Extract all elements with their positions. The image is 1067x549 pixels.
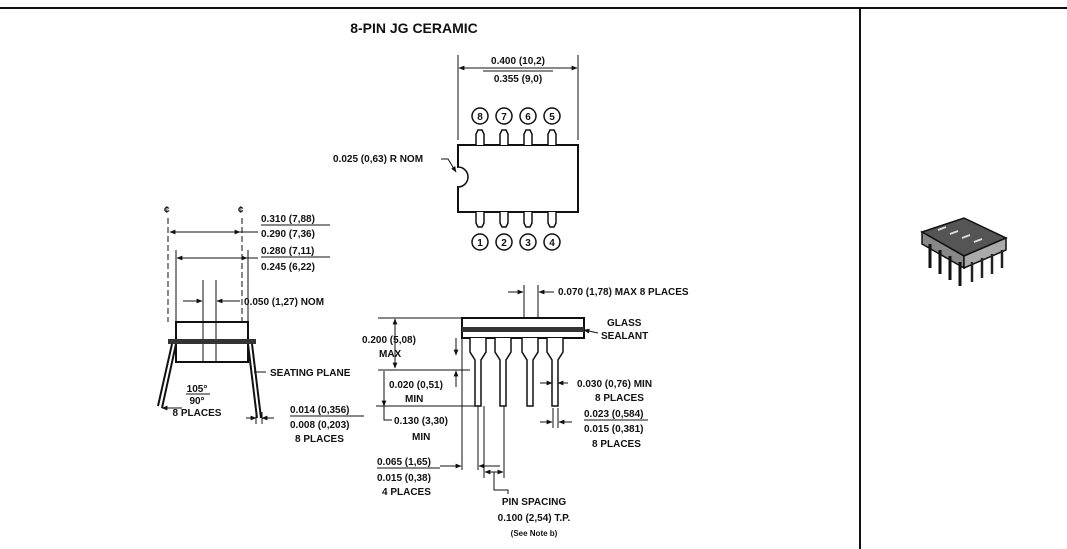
height-max-label: MAX — [379, 349, 402, 360]
pin-spacing-value: 0.100 (2,54) T.P. — [498, 513, 571, 524]
pin-number-6: 6 — [525, 112, 531, 123]
seating-plane-label: SEATING PLANE — [270, 368, 351, 379]
side-lead — [494, 338, 512, 407]
lead-thickness-max: 0.014 (0,356) — [290, 405, 350, 416]
top-width-max: 0.400 (10,2) — [491, 56, 545, 67]
lead-tip-min: 0.015 (0,381) — [584, 424, 644, 435]
body-width-max: 0.280 (7,11) — [261, 246, 314, 257]
side-view: 0.070 (1,78) MAX 8 PLACES GLASS SEALANT … — [362, 285, 689, 538]
side-lead — [469, 338, 487, 407]
pin-number-4: 4 — [549, 238, 555, 249]
lead-thickness-min: 0.008 (0,203) — [290, 420, 350, 431]
pin-1: 1 — [471, 212, 489, 251]
pin-spacing-label: PIN SPACING — [502, 497, 566, 508]
side-lead — [546, 338, 564, 407]
pin-number-1: 1 — [477, 238, 483, 249]
package-3d-icon — [920, 217, 1008, 286]
standoff-label: MIN — [405, 394, 423, 405]
pin-number-3: 3 — [525, 238, 531, 249]
pin-number-2: 2 — [501, 238, 507, 249]
pin-number-8: 8 — [477, 112, 483, 123]
top-body — [457, 144, 579, 213]
pin-3: 3 — [519, 212, 537, 251]
angle-min: 90° — [189, 396, 204, 407]
lead-tip-max: 0.023 (0,584) — [584, 409, 644, 420]
pin-number-7: 7 — [501, 112, 507, 123]
height-max-value: 0.200 (5,08) — [362, 335, 416, 346]
centerline-left: ¢ — [164, 205, 170, 216]
lead-length-value: 0.130 (3,30) — [394, 416, 448, 427]
centerline-right: ¢ — [238, 205, 244, 216]
top-width-min: 0.355 (9,0) — [494, 74, 542, 85]
side-lead — [521, 338, 539, 407]
pin-7: 7 — [495, 107, 513, 145]
pin-2: 2 — [495, 212, 513, 251]
lead-tip-places: 8 PLACES — [592, 439, 641, 450]
angle-max: 105° — [187, 384, 208, 395]
pin-spacing-note: (See Note b) — [511, 529, 558, 538]
body-width-min: 0.245 (6,22) — [261, 262, 315, 273]
drawing-title: 8-PIN JG CERAMIC — [350, 20, 478, 36]
pin-5: 5 — [543, 107, 561, 145]
pin-6: 6 — [519, 107, 537, 145]
pin-number-5: 5 — [549, 112, 555, 123]
end-lead-places: 4 PLACES — [382, 487, 431, 498]
standoff-value: 0.020 (0,51) — [389, 380, 443, 391]
top-view: 0.400 (10,2) 0.355 (9,0) 8 7 6 5 1 2 3 4 0.025… — [333, 55, 579, 251]
row-spacing-max: 0.310 (7,88) — [261, 214, 315, 225]
sealant-label: SEALANT — [601, 331, 648, 342]
lead-width-places: 8 PLACES — [595, 393, 644, 404]
notch-radius-label: 0.025 (0,63) R NOM — [333, 154, 423, 165]
glass-sealant-layer — [462, 327, 584, 332]
lead-width-min: 0.030 (0,76) MIN — [577, 379, 652, 390]
end-view-seal — [168, 339, 256, 344]
glass-label: GLASS — [607, 318, 642, 329]
shoulder-width-label: 0.070 (1,78) MAX 8 PLACES — [558, 287, 689, 298]
lead-thickness-places: 8 PLACES — [295, 434, 344, 445]
lead-length-label: MIN — [412, 432, 430, 443]
pin-4: 4 — [543, 212, 561, 251]
angle-places: 8 PLACES — [173, 408, 222, 419]
end-lead-min: 0.015 (0,38) — [377, 473, 431, 484]
pin-8: 8 — [471, 107, 489, 145]
end-view: ¢ ¢ 0.310 (7,88) 0.290 (7,36) 0.280 (7,1… — [157, 205, 364, 445]
end-lead-max: 0.065 (1,65) — [377, 457, 431, 468]
pin-width-nom: 0.050 (1,27) NOM — [244, 297, 324, 308]
row-spacing-min: 0.290 (7,36) — [261, 229, 315, 240]
